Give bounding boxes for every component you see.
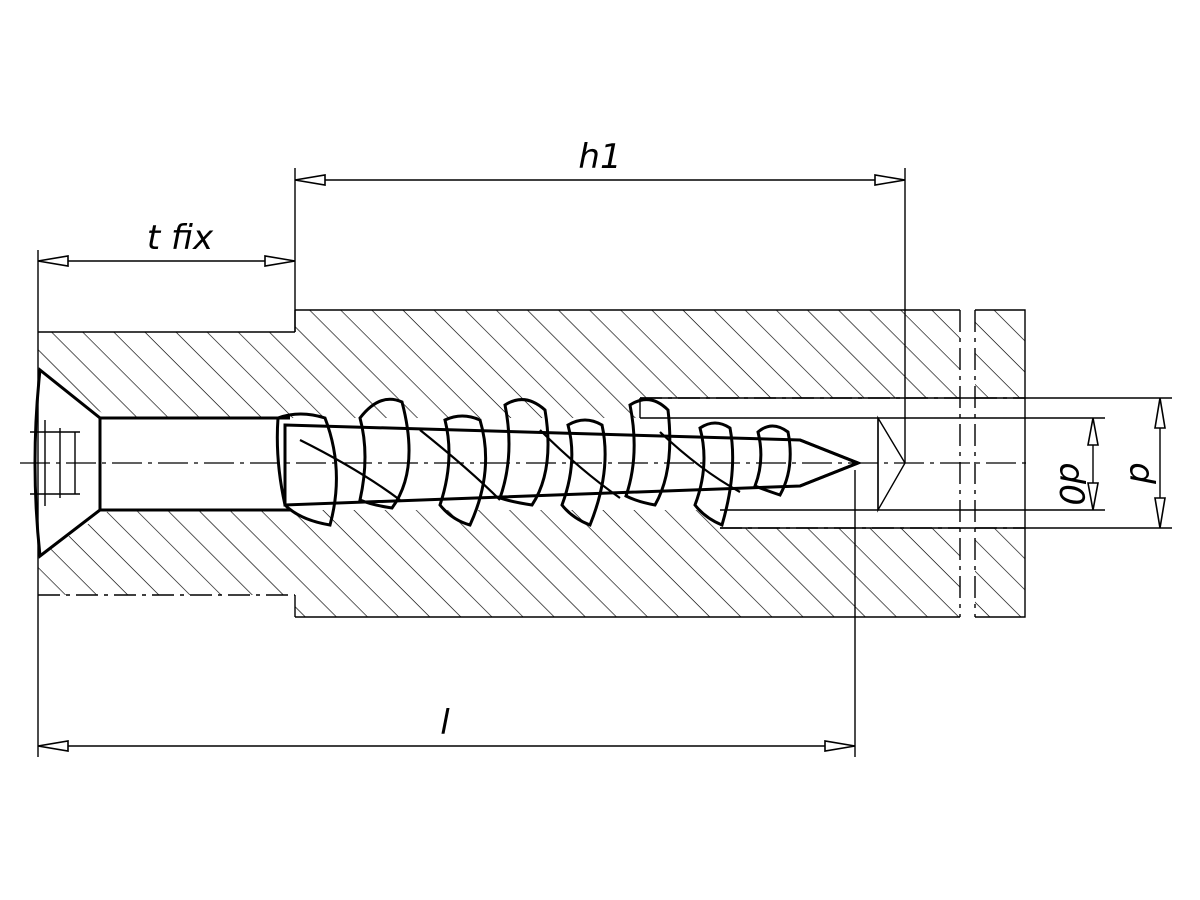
drill-hole-bottom — [877, 415, 906, 513]
concrete-screw — [30, 367, 863, 559]
label-l: l — [440, 703, 450, 743]
label-h1: h1 — [578, 137, 621, 177]
dimension-l: l — [37, 470, 856, 757]
dimension-h1: h1 — [294, 137, 906, 463]
dimension-d: d — [640, 397, 1172, 529]
label-d0: d0 — [1051, 462, 1091, 505]
dimension-t-fix: t fix — [37, 218, 296, 332]
label-t-fix: t fix — [147, 218, 214, 258]
dimension-d0: d0 — [640, 417, 1105, 511]
label-d: d — [1121, 462, 1161, 484]
